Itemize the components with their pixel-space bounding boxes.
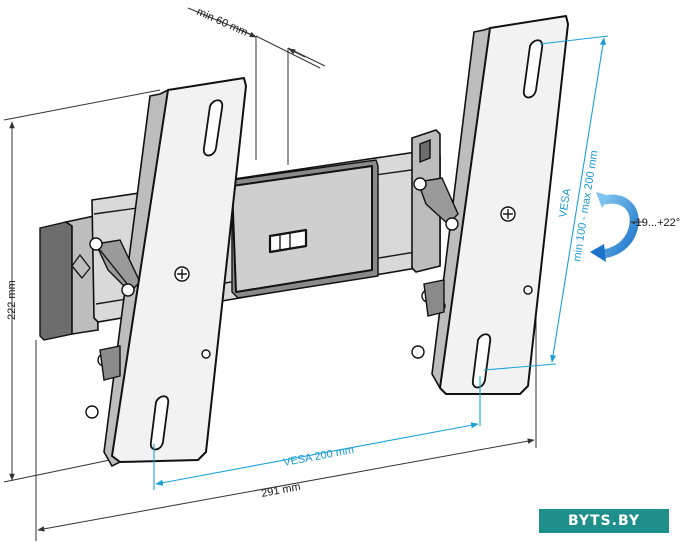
height-label: 222 mm (6, 280, 18, 320)
extension-lines (3, 35, 537, 541)
left-bracket-bolts (85, 237, 211, 419)
height-dimension: 222 mm (6, 121, 18, 481)
tilt-range-label: -19...+22° (632, 217, 680, 229)
tilt-arrow-icon (590, 192, 644, 262)
watermark-logo: BYTS.BY (539, 509, 669, 533)
depth-label: min 60 mm (195, 6, 250, 39)
depth-dimension: min 60 mm (187, 6, 306, 58)
vesa-horizontal-label: VESA 200 mm (282, 444, 355, 469)
vesa-vertical-range: min 100 - max 200 mm (571, 149, 600, 262)
right-bracket-bolts (411, 177, 533, 359)
vesa-vertical-title: VESA (557, 187, 574, 219)
width-label: 291 mm (260, 481, 301, 500)
wall-plate (39, 129, 441, 341)
left-tv-bracket (94, 77, 247, 468)
right-tv-bracket (417, 15, 569, 395)
